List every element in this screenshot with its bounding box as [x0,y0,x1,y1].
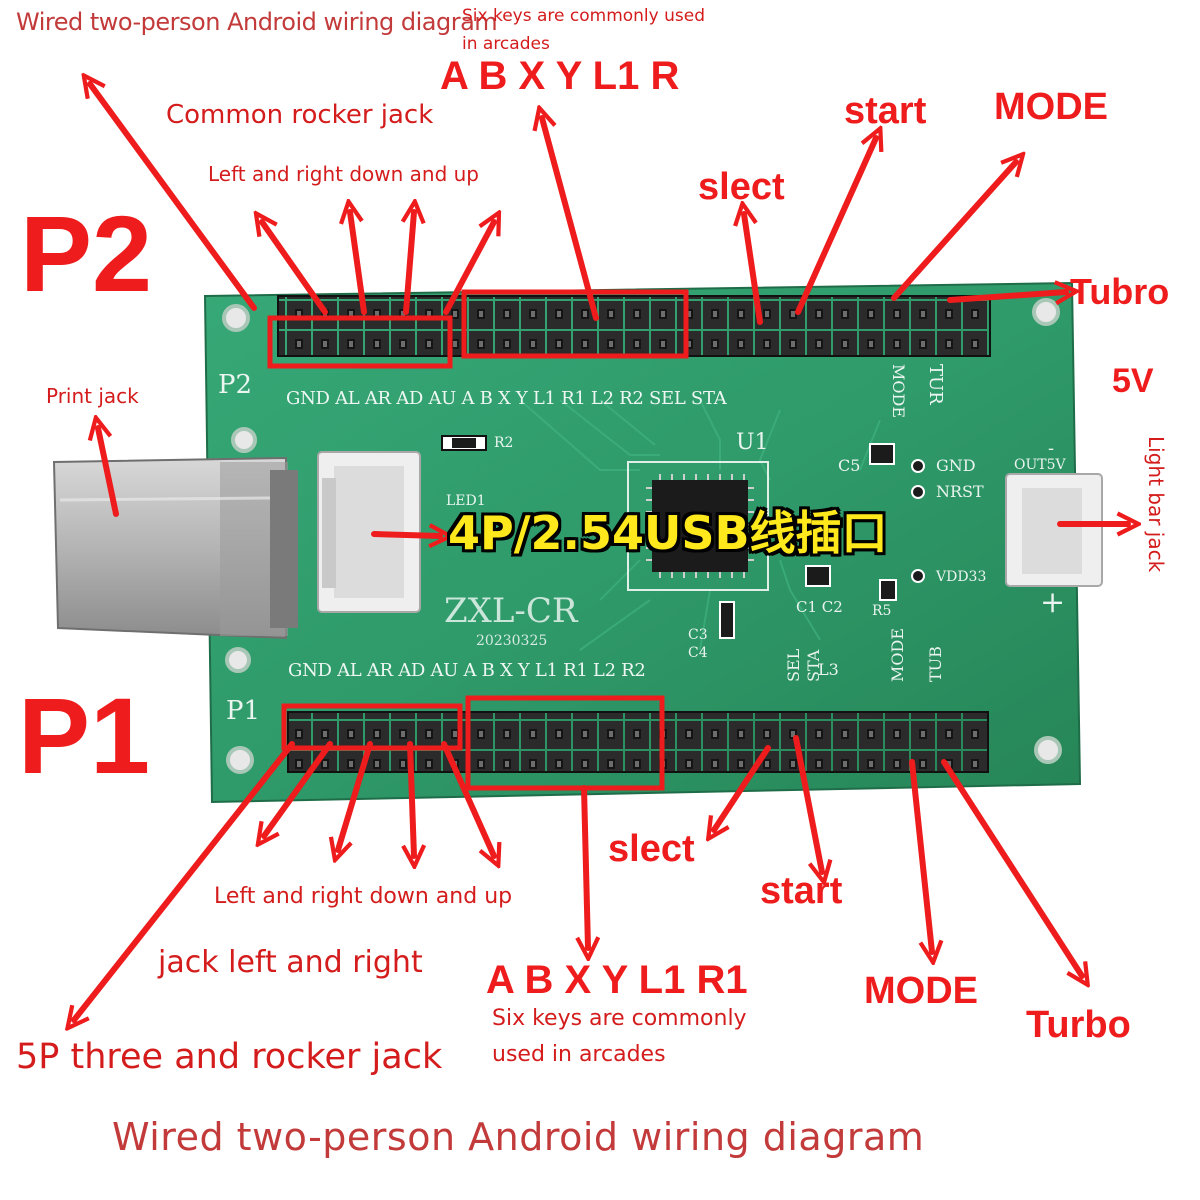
p2-rocker-box [267,315,453,369]
arrow-p1-up [441,741,494,856]
p1-start-label: start [760,870,843,912]
p1-turbo-label: Turbo [1026,1004,1131,1046]
light-bar-label: Light bar jack [1144,436,1168,573]
silk-vdd33: VDD33 [936,569,987,585]
p1-jack-label: jack left and right [158,945,423,980]
mount-hole [1034,736,1062,764]
p1-select-label: slect [608,828,695,870]
p1-six-keys-line1: Six keys are commonly [492,1006,747,1031]
usb-b-jack [52,456,298,640]
p2-mode-label: MODE [994,86,1108,128]
top-title: Wired two-person Android wiring diagram [16,8,498,36]
silk-p2-mode: MODE [889,364,908,419]
silk-p2-pins: GND AL AR AD AU A B X Y L1 R1 L2 R2 SEL … [286,388,727,409]
arrow-p1-start [793,735,822,872]
arrow-p2-left [262,222,328,315]
arrow-p1-rocker [74,741,295,1020]
silk-c3: C3 [688,627,708,643]
arrow-p2-rocker [90,84,257,311]
p1-pin-header [287,711,989,773]
arrow-p1-buttons [584,785,588,948]
silk-p2-player: P2 [218,370,253,400]
light-bar-connector [1005,473,1103,587]
mount-hole [222,304,250,332]
arrow-p2-right [350,212,367,315]
p2-turbo-label: Tubro [1070,271,1170,312]
print-jack-label: Print jack [46,384,139,408]
pcb-board [203,281,1082,804]
p1-mode-label: MODE [864,970,978,1012]
arrow-p1-select [714,745,771,830]
arrow-p2-start [795,138,876,315]
p2-pin-header [277,295,991,357]
p2-buttons-box [461,289,689,359]
silk-p1-tub: TUB [926,646,945,682]
silk-model: ZXL-CR [444,591,578,631]
arrow-p1-down [410,741,414,856]
p2-player-label: P2 [20,193,153,314]
silk-p1-sel: SEL [784,648,803,682]
p2-select-label: slect [698,166,785,208]
silk-out5v: OUT5V [1014,457,1066,473]
mcu-chip [627,461,769,591]
p1-player-label: P1 [18,675,151,796]
p1-rocker-box [281,703,463,751]
silk-c1c2: C1 C2 [796,598,843,616]
silk-p1-player: P1 [226,696,261,726]
silk-nrst: NRST [936,482,984,501]
arrow-usb-socket [371,534,440,536]
arrow-print-jack [98,428,119,517]
silk-date-code: 20230325 [476,633,548,649]
silk-r5: R5 [872,603,892,619]
silk-minus: - [1048,438,1055,459]
p1-six-keys-line2: used in arcades [492,1042,666,1067]
annotation-arrows [74,84,1128,1020]
p2-buttons-label: A B X Y L1 R [440,54,680,98]
silk-plus: + [1040,585,1066,620]
silk-c5: C5 [838,456,861,475]
arrow-p2-select [744,214,763,325]
bottom-title: Wired two-person Android wiring diagram [112,1115,925,1159]
silk-p1-pins: GND AL AR AD AU A B X Y L1 R1 L2 R2 [288,660,646,681]
p2-directions-label: Left and right down and up [208,162,479,186]
mount-hole [1032,298,1060,326]
voltage-label: 5V [1112,362,1154,400]
arrow-p1-turbo [941,759,1082,976]
mount-hole [231,427,257,453]
silk-r2: R2 [494,435,514,451]
arrow-p2-up [443,222,494,315]
p1-buttons-box [465,695,665,791]
mount-hole [226,746,254,774]
arrow-p1-right [338,741,373,850]
arrow-p2-turbo [947,292,1066,300]
p2-start-label: start [844,90,927,132]
silk-p1-l3: L3 [818,660,839,679]
silk-p1-mode: MODE [888,627,907,682]
silk-led: LED1 [446,493,486,509]
arrow-p2-down [406,212,414,315]
silk-c4: C4 [688,645,708,661]
smd-components [441,435,925,639]
p2-six-keys-line2: in arcades [462,34,550,54]
silk-p2-tur: TUR [925,364,946,405]
p1-buttons-label: A B X Y L1 R1 [486,958,748,1002]
mount-hole [225,647,251,673]
highlight-boxes [267,289,689,791]
p1-rocker-label: 5P three and rocker jack [16,1037,443,1077]
silk-gnd: GND [936,456,976,475]
p2-rocker-label: Common rocker jack [166,100,434,130]
arrow-p2-buttons [542,118,599,321]
usb-socket-label: 4P/2.54USB线插口 [448,506,888,560]
p1-directions-label: Left and right down and up [214,884,513,909]
silk-chip: U1 [736,430,769,455]
arrow-p2-mode [891,162,1016,301]
arrow-p1-left [264,741,333,836]
arrow-p1-mode [909,759,932,952]
p2-six-keys-line1: Six keys are commonly used [462,6,706,26]
